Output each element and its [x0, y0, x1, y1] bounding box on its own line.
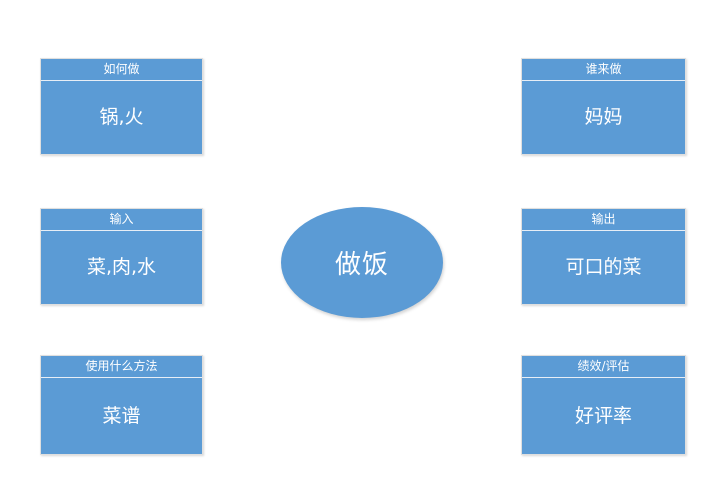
node-kpi[interactable]: 绩效/评估 好评率 [521, 355, 686, 455]
node-who[interactable]: 谁来做 妈妈 [521, 58, 686, 155]
node-output-header: 输出 [522, 209, 685, 231]
node-how-value: 锅,火 [99, 106, 144, 128]
center-node-ellipse[interactable]: 做饭 [281, 207, 443, 318]
node-who-header: 谁来做 [522, 59, 685, 81]
node-method-header: 使用什么方法 [41, 356, 202, 378]
node-input-value: 菜,肉,水 [86, 256, 157, 278]
node-method-value: 菜谱 [102, 404, 141, 427]
node-output-value: 可口的菜 [565, 256, 642, 278]
node-kpi-header: 绩效/评估 [522, 356, 685, 378]
node-method[interactable]: 使用什么方法 菜谱 [40, 355, 203, 455]
node-kpi-value: 好评率 [574, 404, 632, 427]
node-output[interactable]: 输出 可口的菜 [521, 208, 686, 305]
node-input[interactable]: 输入 菜,肉,水 [40, 208, 203, 305]
node-who-value: 妈妈 [584, 106, 623, 128]
node-how-header: 如何做 [41, 59, 202, 81]
center-node-label: 做饭 [334, 250, 389, 280]
node-how[interactable]: 如何做 锅,火 [40, 58, 203, 155]
node-input-header: 输入 [41, 209, 202, 231]
